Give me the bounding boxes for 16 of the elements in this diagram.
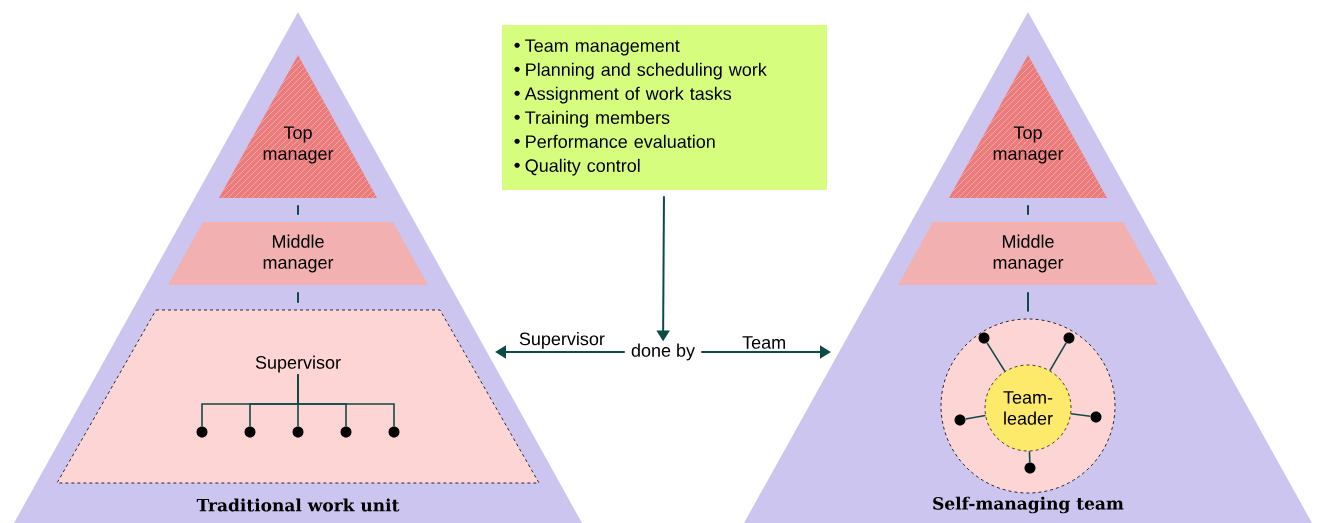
bullet-list-box: Team management Planning and scheduling work Assignment of work tasks Training members Performance evaluation Quality control [502,25,827,190]
connector [297,204,299,216]
connector [986,342,1006,373]
connector [297,373,395,428]
connector [1027,204,1029,216]
connector [1027,291,1029,313]
text-label: done by [631,343,695,361]
trapezoid: Middle manager [168,222,428,285]
connector [964,414,987,420]
edge-label: Team [741,335,788,350]
connector [297,291,299,304]
connector [1028,450,1031,464]
connector [1049,342,1067,372]
text-label: Supervisor [255,355,341,373]
connector [1070,412,1092,418]
trapezoid: Middle manager [898,222,1158,285]
